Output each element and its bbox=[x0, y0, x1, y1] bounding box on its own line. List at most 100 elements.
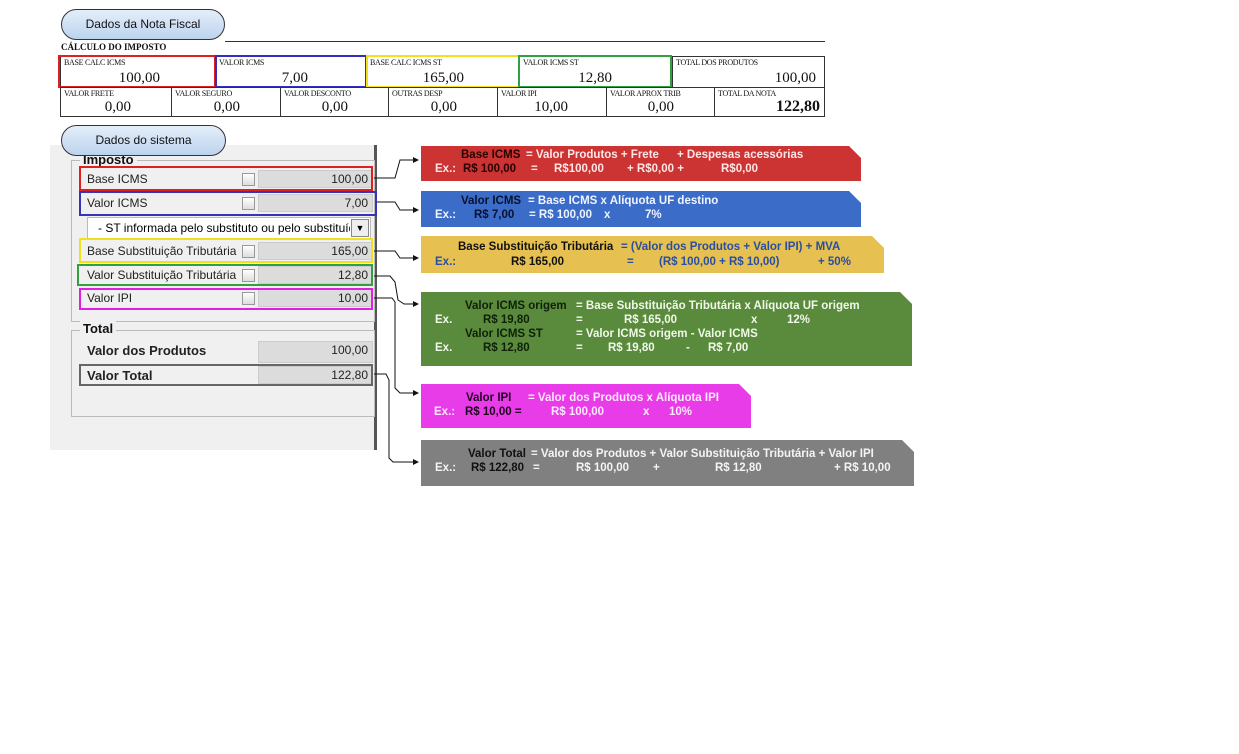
formula-text: R$ 165,00 bbox=[624, 314, 678, 326]
formula-text: = (Valor dos Produtos + Valor IPI) + MVA bbox=[621, 241, 841, 253]
cell-value: 0,00 bbox=[321, 99, 348, 115]
value-field[interactable]: 100,00 bbox=[258, 341, 373, 363]
nf-cell: VALOR ICMS 7,00 bbox=[215, 56, 367, 88]
formula-text: x bbox=[604, 209, 611, 221]
cell-value: 0,00 bbox=[213, 99, 240, 115]
formula-text: R$ 12,80 bbox=[715, 462, 762, 474]
value-field[interactable]: 7,00 bbox=[258, 194, 373, 212]
formula-text: = bbox=[533, 462, 540, 474]
checkbox[interactable] bbox=[242, 292, 255, 305]
formula-text: - bbox=[686, 342, 690, 354]
cell-label: VALOR APROX TRIB bbox=[610, 89, 681, 98]
divider bbox=[225, 41, 825, 42]
formula-text: 12% bbox=[787, 314, 811, 326]
formula-text: = R$ 100,00 bbox=[529, 209, 592, 221]
formula-text: = Valor dos Produtos + Valor Substituiçã… bbox=[531, 448, 874, 460]
formula-text: = bbox=[576, 342, 583, 354]
formula-text: Ex.: bbox=[434, 406, 456, 418]
highlight-valor-st bbox=[77, 264, 373, 286]
formula-label: Valor ICMS origem bbox=[465, 300, 567, 312]
formula-valor-ipi: Valor IPI = Valor dos Produtos x Alíquot… bbox=[421, 384, 751, 428]
formula-text: Ex. bbox=[435, 314, 453, 326]
row-base-st: Base Substituição Tributária 165,00 bbox=[80, 241, 380, 261]
value-field[interactable]: 165,00 bbox=[258, 242, 373, 260]
formula-label: Valor ICMS ST bbox=[465, 328, 543, 340]
formula-text: = Valor dos Produtos x Alíquota IPI bbox=[528, 392, 719, 404]
st-select[interactable]: - ST informada pelo substituto ou pelo s… bbox=[87, 217, 371, 239]
formula-text: + R$0,00 + bbox=[627, 163, 684, 175]
total-legend: Total bbox=[80, 321, 117, 336]
formula-text: R$0,00 bbox=[721, 163, 759, 175]
formula-text: Ex.: bbox=[435, 209, 457, 221]
formula-text: + R$ 10,00 bbox=[834, 462, 891, 474]
value-field[interactable]: 12,80 bbox=[258, 266, 373, 284]
formula-text: + bbox=[653, 462, 660, 474]
row-label: Valor Total bbox=[87, 368, 153, 383]
formula-text: Ex.: bbox=[435, 462, 457, 474]
formula-text: R$ 100,00 bbox=[551, 406, 605, 418]
checkbox[interactable] bbox=[242, 269, 255, 282]
formula-text: = Valor Produtos + Frete bbox=[526, 149, 659, 161]
row-label: Valor Substituição Tributária bbox=[87, 268, 237, 282]
cell-label: VALOR SEGURO bbox=[175, 89, 232, 98]
cell-value: 12,80 bbox=[578, 70, 612, 86]
cell-value: 100,00 bbox=[774, 70, 816, 86]
formula-valor-st: Valor ICMS origem = Base Substituição Tr… bbox=[421, 292, 912, 366]
formula-text: R$ 12,80 bbox=[483, 342, 530, 354]
formula-text: x bbox=[751, 314, 758, 326]
formula-text: R$ 7,00 bbox=[708, 342, 749, 354]
cell-value: 7,00 bbox=[281, 70, 308, 86]
formula-text: Ex.: bbox=[435, 256, 457, 268]
cell-value: 0,00 bbox=[104, 99, 131, 115]
formula-base-icms: Base ICMS = Valor Produtos + Frete + Des… bbox=[421, 146, 861, 181]
row-label: Valor dos Produtos bbox=[87, 343, 207, 358]
formula-text: = bbox=[627, 256, 634, 268]
cell-label: BASE CALC ICMS bbox=[64, 58, 126, 67]
formula-text: R$ 100,00 bbox=[576, 462, 630, 474]
checkbox[interactable] bbox=[242, 173, 255, 186]
formula-text: x bbox=[643, 406, 650, 418]
checkbox[interactable] bbox=[242, 197, 255, 210]
cell-value: 100,00 bbox=[118, 70, 160, 86]
formula-text: 10% bbox=[669, 406, 693, 418]
formula-label: Base ICMS bbox=[461, 149, 521, 161]
formula-text: R$ 100,00 bbox=[463, 163, 517, 175]
formula-text: R$ 165,00 bbox=[511, 256, 565, 268]
row-valor-st: Valor Substituição Tributária 12,80 bbox=[80, 265, 380, 285]
row-label: Base Substituição Tributária bbox=[87, 244, 237, 258]
formula-text: = Valor ICMS origem - Valor ICMS bbox=[576, 328, 758, 340]
value-field[interactable]: 122,80 bbox=[258, 366, 373, 384]
checkbox[interactable] bbox=[242, 245, 255, 258]
cell-label: VALOR ICMS bbox=[219, 58, 265, 67]
formula-text: R$ 19,80 bbox=[608, 342, 655, 354]
formula-label: Base Substituição Tributária bbox=[458, 241, 614, 253]
nota-fiscal-header: Dados da Nota Fiscal bbox=[61, 9, 225, 40]
formula-text: + 50% bbox=[818, 256, 851, 268]
cell-value: 122,80 bbox=[776, 98, 820, 115]
chevron-down-icon[interactable]: ▼ bbox=[351, 219, 369, 237]
formula-text: Ex. bbox=[435, 342, 453, 354]
cell-value: 10,00 bbox=[534, 99, 568, 115]
cell-label: OUTRAS DESP bbox=[392, 89, 443, 98]
formula-base-st: Base Substituição Tributária = (Valor do… bbox=[421, 236, 884, 273]
formula-valor-icms: Valor ICMS = Base ICMS x Alíquota UF des… bbox=[421, 191, 861, 227]
highlight-valor-total bbox=[79, 364, 373, 386]
formula-text: R$ 10,00 = bbox=[465, 406, 522, 418]
formula-text: R$ 122,80 bbox=[471, 462, 525, 474]
cell-label: BASE CALC ICMS ST bbox=[370, 58, 442, 67]
formula-label: Valor Total bbox=[468, 448, 526, 460]
formula-text: 7% bbox=[645, 209, 662, 221]
highlight-base-icms bbox=[79, 166, 373, 191]
formula-label: Valor ICMS bbox=[461, 195, 522, 207]
row-valor-produtos: Valor dos Produtos 100,00 bbox=[80, 340, 380, 363]
section-title: CÁLCULO DO IMPOSTO bbox=[61, 42, 167, 52]
formula-text: R$ 19,80 bbox=[483, 314, 530, 326]
row-label: Base ICMS bbox=[87, 172, 148, 186]
